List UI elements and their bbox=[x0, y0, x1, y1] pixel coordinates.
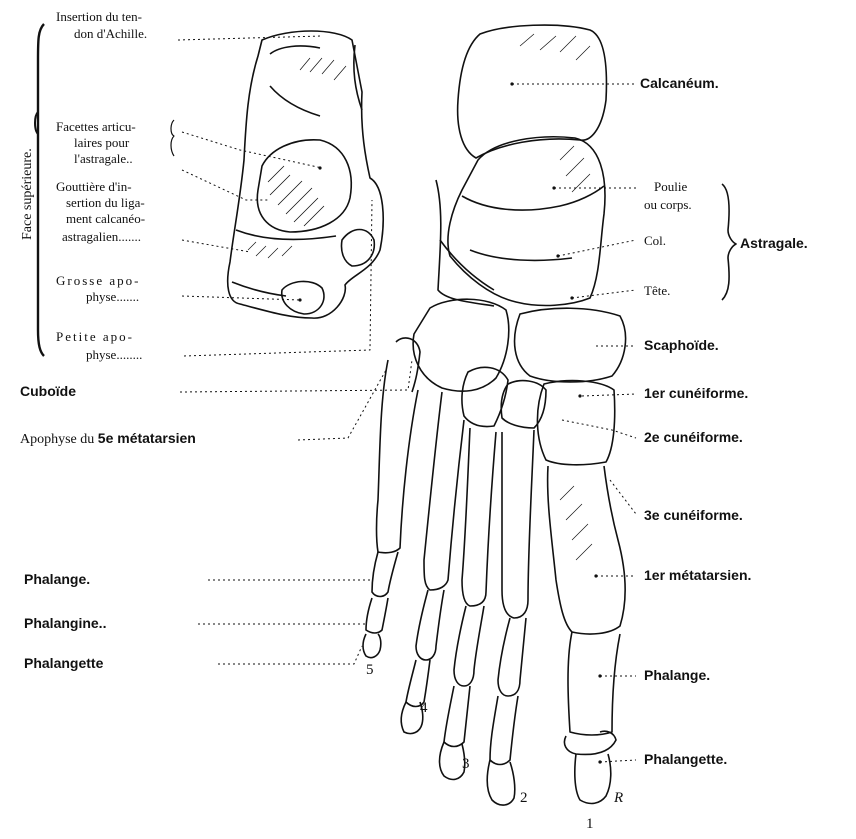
label-gouttiere-line4: astragalien....... bbox=[62, 230, 141, 244]
label-apophyse-bold: 5e métatarsien bbox=[98, 430, 196, 446]
label-poulie: Poulie bbox=[654, 180, 687, 194]
metatarsal-4 bbox=[424, 392, 464, 590]
inset-brace bbox=[38, 24, 44, 356]
label-astragale: Astragale. bbox=[740, 236, 808, 250]
label-tete: Tête. bbox=[644, 284, 670, 298]
label-apophyse-5e-metatarsien: Apophyse du 5e métatarsien bbox=[20, 431, 196, 447]
label-gouttiere-line3: ment calcanéo- bbox=[66, 212, 145, 226]
label-cuboide: Cuboïde bbox=[20, 384, 76, 398]
label-insertion-achille-line2: don d'Achille. bbox=[74, 27, 147, 41]
label-1er-metatarsien: 1er métatarsien. bbox=[644, 568, 751, 582]
toe-number-3: 3 bbox=[462, 756, 470, 773]
label-phalangette-right: Phalangette. bbox=[644, 752, 727, 766]
astragale-bone bbox=[448, 137, 605, 306]
label-grosse-apophyse-line2: physe....... bbox=[86, 290, 139, 304]
astragale-brace bbox=[722, 184, 736, 300]
toe-number-2: 2 bbox=[520, 790, 528, 807]
toe-number-5: 5 bbox=[366, 662, 374, 679]
metatarsal-5 bbox=[377, 360, 419, 553]
label-phalangette-left: Phalangette bbox=[24, 656, 103, 670]
toe-number-1: 1 bbox=[586, 816, 594, 833]
foot-bones bbox=[363, 25, 626, 805]
label-phalange-right: Phalange. bbox=[644, 668, 710, 682]
label-phalange-left: Phalange. bbox=[24, 572, 90, 586]
label-ou-corps: ou corps. bbox=[644, 198, 692, 212]
label-petite-apophyse-line2: physe........ bbox=[86, 348, 142, 362]
label-facettes-line3: l'astragale.. bbox=[74, 152, 133, 166]
label-petite-apophyse-line1: Petite apo- bbox=[56, 330, 134, 344]
label-facettes-line2: laires pour bbox=[74, 136, 129, 150]
label-3e-cuneiforme: 3e cunéiforme. bbox=[644, 508, 743, 522]
calcaneum-inset bbox=[228, 31, 384, 318]
label-calcaneum: Calcanéum. bbox=[640, 76, 719, 90]
label-1er-cuneiforme: 1er cunéiforme. bbox=[644, 386, 748, 400]
cuneiforme-1-bone bbox=[537, 381, 614, 465]
label-2e-cuneiforme: 2e cunéiforme. bbox=[644, 430, 743, 444]
face-superieure-label: Face supérieure. bbox=[20, 148, 36, 240]
cuneiforme-3-bone bbox=[462, 367, 508, 426]
label-gouttiere-line2: sertion du liga- bbox=[66, 196, 145, 210]
metatarsal-3 bbox=[462, 428, 496, 606]
artist-signature: R bbox=[614, 790, 623, 807]
phalange-toe-1 bbox=[568, 632, 620, 735]
label-col: Col. bbox=[644, 234, 666, 248]
metatarsal-2 bbox=[502, 430, 534, 618]
label-apophyse-text: Apophyse du bbox=[20, 432, 94, 447]
label-scaphoide: Scaphoïde. bbox=[644, 338, 719, 352]
toe-number-4: 4 bbox=[420, 700, 428, 717]
label-gouttiere-line1: Gouttière d'in- bbox=[56, 180, 132, 194]
label-grosse-apophyse-line1: Grosse apo- bbox=[56, 274, 140, 288]
label-insertion-achille-line1: Insertion du ten- bbox=[56, 10, 142, 24]
label-phalangine: Phalangine.. bbox=[24, 616, 106, 630]
label-facettes-line1: Facettes articu- bbox=[56, 120, 136, 134]
cuboide-bone bbox=[413, 299, 509, 391]
scaphoide-bone bbox=[515, 308, 626, 382]
